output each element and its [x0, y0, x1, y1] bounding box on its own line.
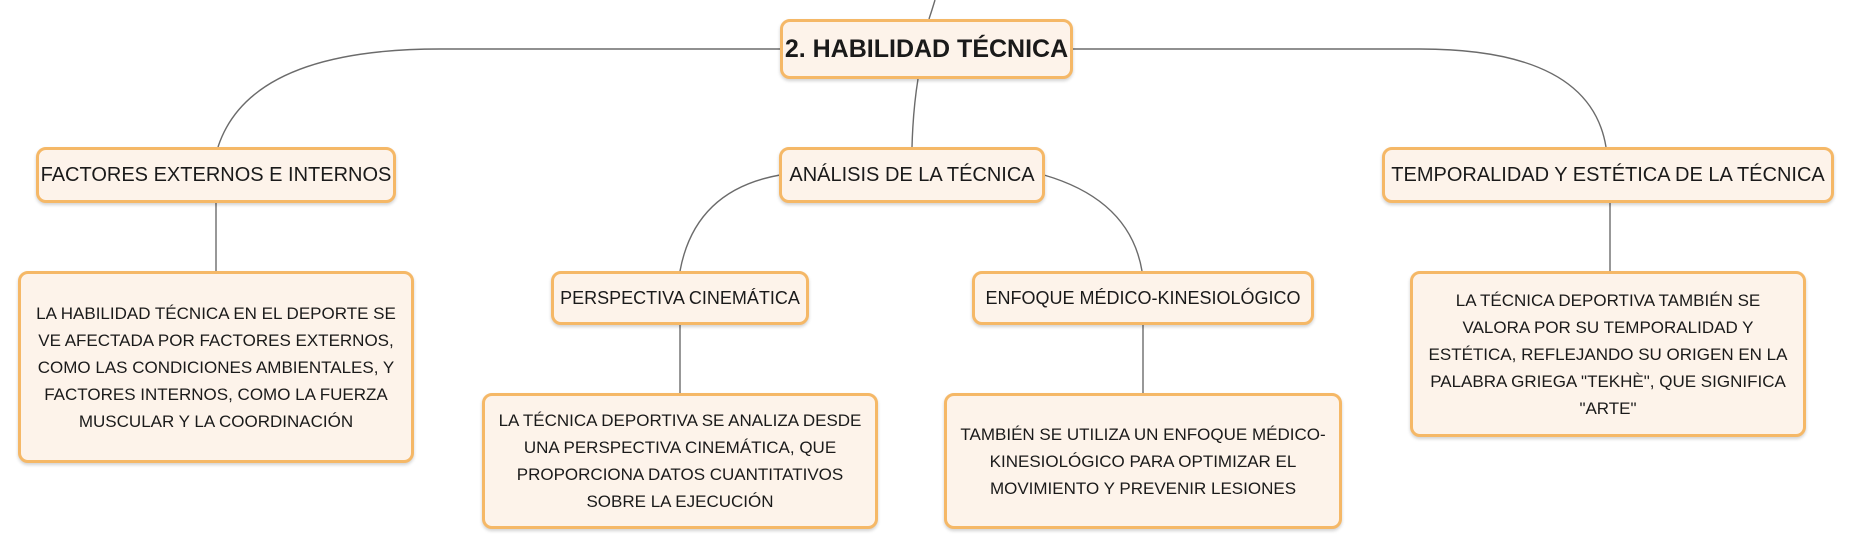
topic-temporality[interactable]: TEMPORALIDAD Y ESTÉTICA DE LA TÉCNICA: [1382, 147, 1834, 203]
connector-central-to-factors: [217, 48, 781, 148]
subtopic-medical-label: ENFOQUE MÉDICO-KINESIOLÓGICO: [985, 287, 1301, 308]
subtopic-kinematic[interactable]: PERSPECTIVA CINEMÁTICA: [551, 271, 809, 325]
connector-central-to-analysis: [911, 78, 919, 148]
topic-analysis[interactable]: ANÁLISIS DE LA TÉCNICA: [779, 147, 1045, 203]
subtopic-kinematic-label: PERSPECTIVA CINEMÁTICA: [560, 287, 800, 308]
detail-factors-text: LA HABILIDAD TÉCNICA EN EL DEPORTE SE VE…: [36, 303, 396, 431]
detail-temporality[interactable]: LA TÉCNICA DEPORTIVA TAMBIÉN SE VALORA P…: [1410, 271, 1806, 437]
connector-central-to-temporality: [1073, 48, 1607, 148]
connector-parent-to-central: [928, 0, 936, 20]
detail-kinematic-text: LA TÉCNICA DEPORTIVA SE ANALIZA DESDE UN…: [498, 411, 862, 511]
detail-factors[interactable]: LA HABILIDAD TÉCNICA EN EL DEPORTE SE VE…: [18, 271, 414, 463]
topic-temporality-label: TEMPORALIDAD Y ESTÉTICA DE LA TÉCNICA: [1391, 163, 1825, 186]
detail-kinematic[interactable]: LA TÉCNICA DEPORTIVA SE ANALIZA DESDE UN…: [482, 393, 878, 529]
topic-analysis-label: ANÁLISIS DE LA TÉCNICA: [789, 163, 1035, 186]
detail-medical[interactable]: TAMBIÉN SE UTILIZA UN ENFOQUE MÉDICO-KIN…: [944, 393, 1342, 529]
detail-temporality-text: LA TÉCNICA DEPORTIVA TAMBIÉN SE VALORA P…: [1428, 290, 1788, 418]
central-topic[interactable]: 2. HABILIDAD TÉCNICA: [780, 19, 1073, 79]
topic-factors[interactable]: FACTORES EXTERNOS E INTERNOS: [36, 147, 396, 203]
central-topic-label: 2. HABILIDAD TÉCNICA: [784, 34, 1069, 63]
subtopic-medical[interactable]: ENFOQUE MÉDICO-KINESIOLÓGICO: [972, 271, 1314, 325]
topic-factors-label: FACTORES EXTERNOS E INTERNOS: [40, 163, 392, 186]
connector-analysis-to-kinematic: [679, 174, 781, 272]
connector-analysis-to-medical: [1043, 174, 1143, 272]
detail-medical-text: TAMBIÉN SE UTILIZA UN ENFOQUE MÉDICO-KIN…: [960, 424, 1326, 498]
